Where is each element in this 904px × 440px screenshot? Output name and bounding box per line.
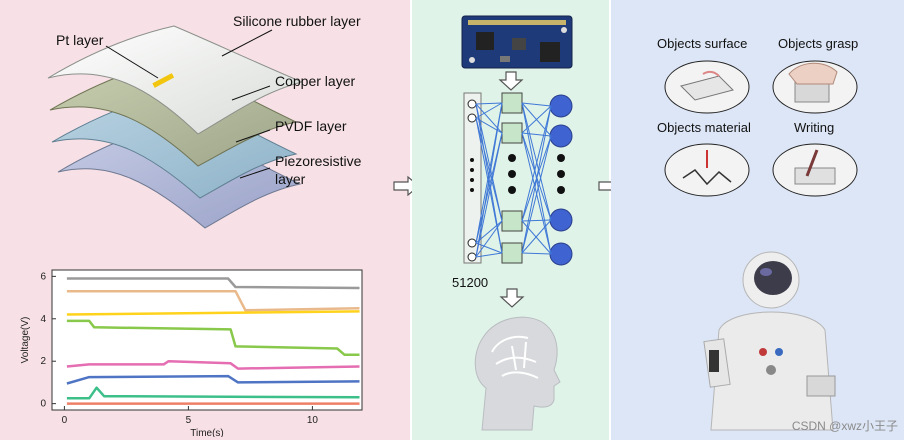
layer-stack-illustration [47, 25, 304, 229]
connection-line [521, 219, 552, 222]
astronaut-robot-icon [703, 251, 836, 431]
hidden-node [501, 210, 523, 232]
connection-line [475, 242, 503, 254]
connection-line [475, 117, 503, 222]
x-tick-label: 10 [307, 415, 319, 426]
connection-line [521, 132, 552, 221]
silicone-rubber-layer-sheet [47, 25, 304, 135]
brain-head-icon [474, 316, 561, 431]
series-line-1 [66, 277, 360, 290]
output-node [549, 94, 573, 118]
connection-line [521, 102, 552, 107]
arrow-down-icon [498, 71, 524, 91]
piezoresistive-layer-label-line2: layer [275, 171, 306, 187]
applications-illustration [664, 60, 858, 431]
connection-line [475, 220, 503, 244]
connection-line [475, 103, 503, 222]
connection-line [475, 220, 503, 258]
writing-scene-icon [772, 143, 858, 197]
x-tick-label: 0 [62, 415, 68, 426]
writing-label: Writing [794, 120, 835, 135]
series-line-2 [66, 289, 360, 312]
pvdf-layer-label: PVDF layer [275, 118, 347, 134]
connection-line [475, 102, 503, 258]
connection-line [475, 102, 503, 105]
grasp-scene-icon [772, 60, 858, 114]
material-scene-icon [664, 143, 750, 197]
input-node [467, 252, 477, 262]
hidden-node [501, 122, 523, 144]
input-node [467, 99, 477, 109]
output-node [549, 208, 573, 232]
pt-layer-label: Pt layer [56, 32, 104, 48]
input-size-label: 51200 [452, 275, 489, 290]
connection-line [521, 132, 552, 137]
series-line-7 [66, 386, 360, 400]
hidden-nodes [501, 92, 523, 264]
connection-line [521, 252, 552, 255]
series-line-5 [66, 359, 360, 370]
connections [475, 102, 552, 258]
application-panel: Objects surface Objects grasp Objects ma… [611, 0, 904, 440]
connection-line [521, 219, 552, 254]
output-nodes [549, 94, 573, 266]
connection-line [521, 135, 552, 254]
connection-line [521, 105, 552, 254]
output-node [549, 124, 573, 148]
y-axis-label: Voltage(V) [20, 317, 31, 364]
ellipsis-dots [470, 154, 565, 194]
hidden-node [501, 92, 523, 114]
objects-grasp-label: Objects grasp [778, 36, 859, 51]
plot-area [51, 269, 363, 411]
sensor-panel: Pt layer Silicone rubber layer Copper la… [0, 0, 420, 440]
input-node [467, 113, 477, 123]
neural-network-illustration [461, 15, 573, 431]
objects-material-label: Objects material [657, 120, 751, 135]
y-tick-label: 0 [40, 399, 46, 410]
connection-line [521, 105, 552, 134]
objects-surface-label: Objects surface [657, 36, 748, 51]
connection-line [475, 132, 503, 258]
input-node [467, 238, 477, 248]
circuit-board-icon [461, 15, 573, 69]
arrow-down-icon-2 [499, 288, 525, 308]
copper-layer-label: Copper layer [275, 73, 356, 89]
series-line-3 [66, 310, 360, 316]
connection-line [475, 117, 503, 254]
pt-strip [152, 73, 175, 88]
hidden-node [501, 242, 523, 264]
silicone-layer-label: Silicone rubber layer [233, 13, 361, 29]
series-line-6 [66, 374, 360, 385]
x-tick-label: 5 [186, 415, 192, 426]
connection-line [475, 102, 503, 119]
y-tick-label: 6 [40, 271, 46, 282]
input-layer-box [463, 92, 482, 264]
y-tick-label: 4 [40, 314, 46, 325]
y-tick-label: 2 [40, 356, 46, 367]
x-axis-label: Time(s) [190, 428, 224, 437]
output-node [549, 242, 573, 266]
surface-scene-icon [664, 60, 750, 114]
connection-line [475, 252, 503, 258]
watermark-text: CSDN @xwz小王子 [791, 419, 898, 433]
piezoresistive-layer-label-line1: Piezoresistive [275, 153, 362, 169]
network-panel: 51200 [412, 0, 625, 440]
connection-line [521, 105, 552, 222]
series-line-4 [66, 319, 360, 357]
